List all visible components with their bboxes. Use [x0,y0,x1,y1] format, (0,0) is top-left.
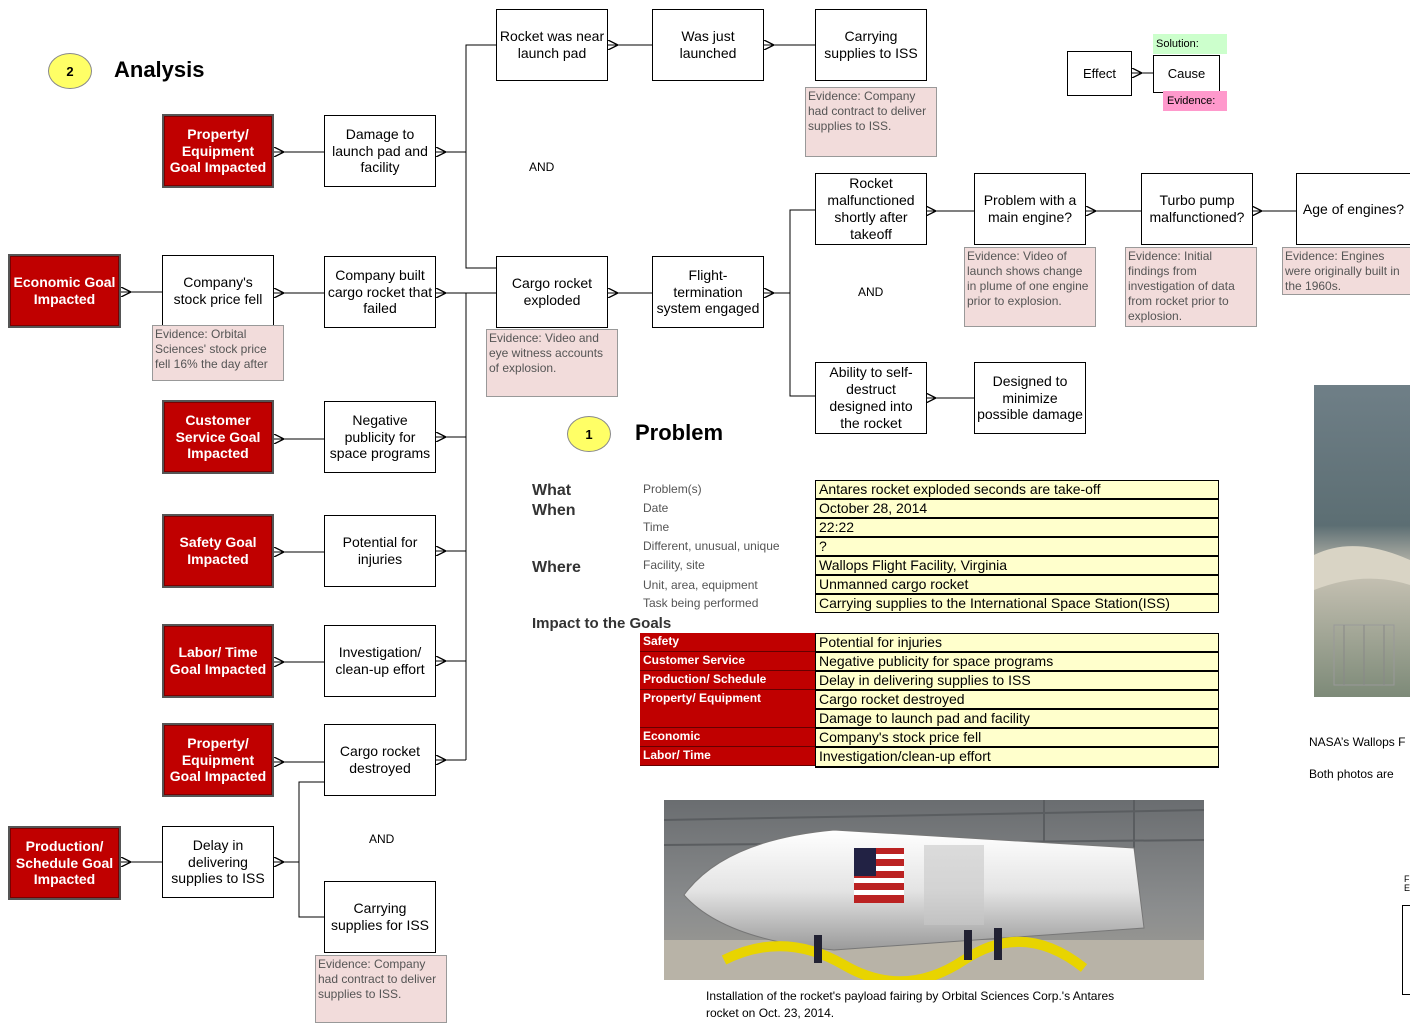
evidence-video-plume: Evidence: Video of launch shows change i… [964,247,1096,327]
box-investigation: Investigation/ clean-up effort [324,625,436,697]
impact-goal: Customer Service [640,652,816,671]
evidence-contract-bottom: Evidence: Company had contract to delive… [315,955,447,1023]
photo-caption-fairing: Installation of the rocket's payload fai… [706,989,1115,1020]
box-damage-pad: Damage to launch pad and facility [324,115,436,187]
sub-facility: Facility, site [643,558,705,572]
cropped-label: F E [1404,874,1410,894]
and-label-bottom: AND [369,832,395,846]
sub-task: Task being performed [643,596,759,610]
goal-property-equipment: Property/ Equipment Goal Impacted [162,114,274,188]
box-cargo-destroyed: Cargo rocket destroyed [324,724,436,796]
sub-problems: Problem(s) [643,482,702,496]
rocket-fairing-photo [664,800,1204,980]
analysis-title: Analysis [114,57,205,82]
photo-caption-both: Both photos are [1309,767,1394,781]
impact-goal: Labor/ Time [640,747,816,766]
sub-date: Date [643,501,669,515]
box-age-engines: Age of engines? [1296,173,1410,245]
box-company-built: Company built cargo rocket that failed [324,256,436,328]
photo-caption-nasa: NASA’s Wallops F [1309,735,1406,749]
and-label-top: AND [529,160,555,174]
value-time: 22:22 [815,518,1219,537]
evidence-video-eyewitness: Evidence: Video and eye witness accounts… [486,329,618,397]
box-self-destruct: Ability to self-destruct designed into t… [815,362,927,434]
value-unit: Unmanned cargo rocket [815,575,1219,594]
impact-goal: Property/ Equipment [640,690,816,728]
row-label-what: What [532,482,572,499]
impact-text: Investigation/clean-up effort [815,747,1219,768]
impact-text: Delay in delivering supplies to ISS [815,671,1219,690]
legend-solution: Solution: [1153,34,1227,54]
goal-labor-time: Labor/ Time Goal Impacted [162,624,274,698]
sub-different: Different, unusual, unique [643,539,780,553]
problem-title: Problem [635,420,724,445]
box-cargo-exploded: Cargo rocket exploded [496,256,608,328]
evidence-initial-findings: Evidence: Initial findings from investig… [1125,247,1257,327]
box-main-engine: Problem with a main engine? [974,173,1086,245]
box-turbo-pump: Turbo pump malfunctioned? [1141,173,1253,245]
sub-unit: Unit, area, equipment [643,578,758,592]
impact-goal: Production/ Schedule [640,671,816,690]
evidence-engines-1960s: Evidence: Engines were originally built … [1282,247,1410,295]
value-problem: Antares rocket exploded seconds are take… [815,480,1219,499]
legend-effect-label: Effect [1082,65,1116,81]
sub-time: Time [643,520,670,534]
box-delay: Delay in delivering supplies to ISS [162,826,274,898]
impact-goal: Economic [640,728,816,747]
goal-customer-service: Customer Service Goal Impacted [162,400,274,474]
box-rocket-malfunctioned: Rocket malfunctioned shortly after takeo… [815,173,927,245]
box-negative-publicity: Negative publicity for space programs [324,401,436,473]
goal-safety: Safety Goal Impacted [162,514,274,588]
impact-goal: Safety [640,633,816,652]
value-different: ? [815,537,1219,556]
value-task: Carrying supplies to the International S… [815,594,1219,613]
box-carrying-iss-top: Carrying supplies to ISS [815,9,927,81]
impact-heading: Impact to the Goals [532,615,672,632]
analysis-number-badge: 2 [48,53,92,89]
legend-evidence: Evidence: [1163,91,1227,111]
value-facility: Wallops Flight Facility, Virginia [815,556,1219,575]
impact-text: Negative publicity for space programs [815,652,1219,671]
box-minimize-damage: Designed to minimize possible damage [974,362,1086,434]
value-date: October 28, 2014 [815,499,1219,518]
impact-text: Potential for injuries [815,633,1219,652]
aerial-photo [1314,385,1410,697]
box-carrying-iss-bottom: Carrying supplies for ISS [324,881,436,953]
goal-economic: Economic Goal Impacted [8,254,121,328]
row-label-when: When [532,502,576,519]
box-potential-injuries: Potential for injuries [324,515,436,587]
box-just-launched: Was just launched [652,9,764,81]
impact-text: Damage to launch pad and facility [815,709,1219,728]
and-label-right: AND [858,285,884,299]
box-stock-price: Company's stock price fell [162,255,274,327]
impact-text: Cargo rocket destroyed [815,690,1219,709]
legend-effect: Effect [1067,51,1132,96]
legend-cause-label: Cause [1167,66,1206,82]
evidence-stock-fell: Evidence: Orbital Sciences' stock price … [152,325,284,381]
goal-production-schedule: Production/ Schedule Goal Impacted [8,826,121,900]
box-rocket-near-pad: Rocket was near launch pad [496,9,608,81]
cropped-frame [1402,905,1410,995]
problem-number-badge: 1 [567,416,611,452]
evidence-contract-top: Evidence: Company had contract to delive… [805,87,937,157]
goal-property-equipment-2: Property/ Equipment Goal Impacted [162,723,274,797]
impact-text: Company's stock price fell [815,728,1219,747]
row-label-where: Where [532,559,581,576]
legend-cause: Cause [1153,55,1220,93]
box-flight-termination: Flight-termination system engaged [652,256,764,328]
